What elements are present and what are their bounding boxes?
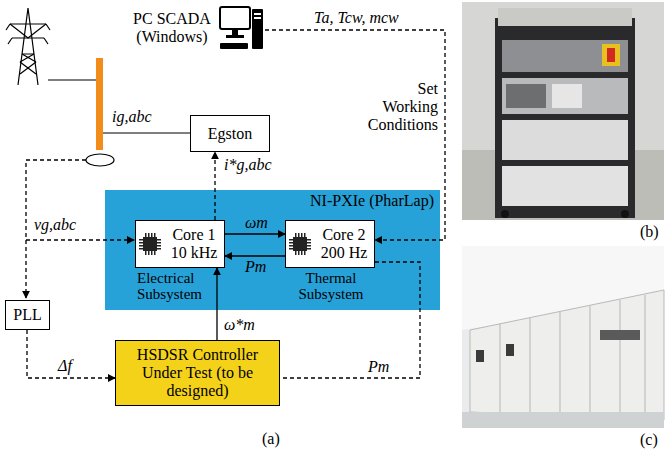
process-box: PLL	[5, 300, 50, 330]
signal-label: ωm	[243, 214, 270, 232]
signal-arrow	[27, 330, 115, 378]
core-box: Core 1 10 kHzElectrical Subsystem	[135, 220, 225, 268]
signal-label: Pm	[366, 358, 391, 376]
core-box: Core 2 200 HzThermal Subsystem	[285, 220, 375, 268]
chip-icon	[138, 232, 162, 256]
subsystem-caption: Thermal Subsystem	[290, 270, 372, 302]
signal-label: Pm	[243, 258, 268, 276]
signal-name: ig,abc	[110, 108, 154, 126]
band-title: NI-PXIe (PharLap)	[310, 192, 434, 210]
tower-icon	[6, 8, 50, 85]
signal-label: Ta, Tcw, mcw	[312, 9, 401, 27]
signal-arrow	[214, 152, 215, 220]
chip-icon	[288, 232, 312, 256]
signal-arrow	[216, 268, 217, 340]
panel-letter: (a)	[262, 430, 280, 448]
platform-band: NI-PXIe (PharLap)Core 1 10 kHzElectrical…	[105, 190, 440, 310]
signal-name: vg,abc	[32, 216, 78, 234]
signal-arrow	[265, 30, 445, 240]
node-title: PC SCADA (Windows)	[130, 10, 214, 46]
signal-arrow	[225, 233, 285, 234]
computer-icon	[219, 3, 265, 53]
core-title: Core 1 10 kHz	[166, 226, 222, 262]
panel-letter: (c)	[640, 431, 658, 449]
signal-label: i*g,abc	[222, 156, 274, 174]
panel-letter: (b)	[640, 223, 659, 241]
signal-label: Δf	[56, 357, 74, 375]
photo-cabinets	[462, 246, 664, 428]
signal-label: ω*m	[222, 316, 257, 334]
bus-bar	[96, 58, 103, 150]
process-box: Egston	[190, 115, 270, 152]
subsystem-caption: Electrical Subsystem	[137, 270, 219, 302]
node-title: PLL	[13, 306, 41, 324]
photo-rack	[462, 2, 664, 220]
computer-node: PC SCADA (Windows)	[130, 0, 265, 55]
node-title: Egston	[208, 125, 252, 143]
band-fill	[105, 190, 440, 310]
note-text: Set Working Conditions	[360, 80, 438, 134]
core-title: Core 2 200 Hz	[316, 226, 372, 262]
signal-arrow	[225, 255, 285, 256]
node-title: HSDSR Controller Under Test (to be desig…	[122, 346, 273, 400]
controller-box: HSDSR Controller Under Test (to be desig…	[115, 340, 280, 406]
sensor-ring	[86, 154, 114, 166]
